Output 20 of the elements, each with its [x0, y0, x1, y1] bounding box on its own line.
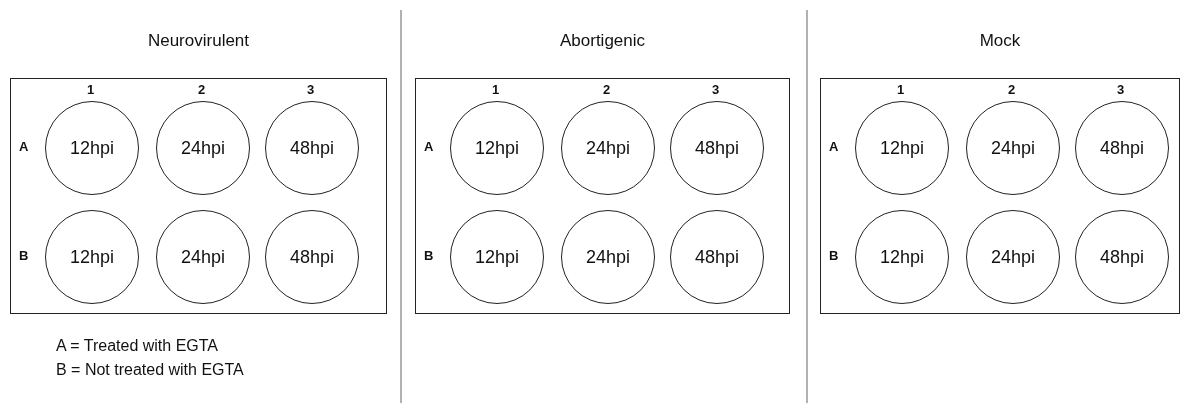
column-number: 3 [1117, 82, 1125, 98]
column-number: 3 [307, 82, 315, 98]
column-number: 1 [492, 82, 500, 98]
column-number: 3 [712, 82, 720, 98]
column-number: 2 [198, 82, 206, 98]
column-number: 1 [87, 82, 95, 98]
plate-title: Neurovirulent [146, 30, 251, 52]
row-letter: B [829, 248, 839, 264]
plate-title: Abortigenic [558, 30, 647, 52]
row-letter: A [424, 139, 434, 155]
row-letter: B [19, 248, 29, 264]
column-number: 2 [1008, 82, 1016, 98]
column-number: 2 [603, 82, 611, 98]
row-letter: A [829, 139, 839, 155]
row-letter: B [424, 248, 434, 264]
column-number: 1 [897, 82, 905, 98]
legend-note: B = Not treated with EGTA [56, 360, 244, 380]
plate-title: Mock [978, 30, 1022, 52]
row-letter: A [19, 139, 29, 155]
legend-note: A = Treated with EGTA [56, 336, 218, 356]
